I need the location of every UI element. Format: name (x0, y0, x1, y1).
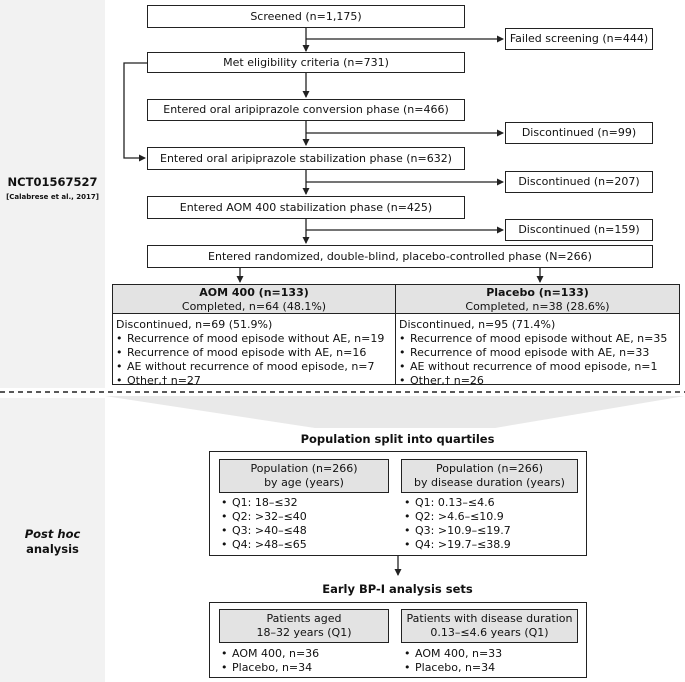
list-item: AOM 400, n=36 (221, 647, 319, 661)
placebo-arm-title: Placebo (n=133) (486, 286, 589, 299)
list-item: Other,† n=27 (116, 374, 384, 388)
duration-set-list: AOM 400, n=33 Placebo, n=34 (404, 647, 502, 675)
arms-table (112, 284, 680, 385)
aom-discontinued: Discontinued, n=69 (51.9%) (116, 318, 273, 331)
duration-quartiles-header-line1: Population (n=266) (435, 462, 544, 476)
funnel-shape (105, 396, 685, 428)
list-item: AOM 400, n=33 (404, 647, 502, 661)
placebo-discontinued: Discontinued, n=95 (71.4%) (399, 318, 556, 331)
analysis-sets-frame (209, 602, 587, 678)
sidebar-panel-top (0, 0, 105, 388)
arms-header-band (113, 285, 679, 314)
list-item: Q3: >10.9–≤19.7 (404, 524, 511, 538)
list-item: AE without recurrence of mood episode, n… (399, 360, 667, 374)
age-set-header-line1: Patients aged (266, 612, 342, 626)
age-quartiles-header-line1: Population (n=266) (250, 462, 358, 476)
discontinued-box-1: Discontinued (n=99) (505, 122, 653, 144)
age-quartiles-header: Population (n=266) by age (years) (219, 459, 389, 493)
met-eligibility-box: Met eligibility criteria (n=731) (147, 52, 465, 73)
discontinued-box-2: Discontinued (n=207) (505, 171, 653, 193)
placebo-arm-completed: Completed, n=38 (28.6%) (465, 300, 610, 313)
age-quartiles-list: Q1: 18–≤32 Q2: >32–≤40 Q3: >40–≤48 Q4: >… (221, 496, 307, 552)
quartiles-heading: Population split into quartiles (300, 432, 495, 446)
list-item: Recurrence of mood episode without AE, n… (399, 332, 667, 346)
aom-arm-header: AOM 400 (n=133) Completed, n=64 (48.1%) (113, 286, 395, 314)
trial-id: NCT01567527 (7, 175, 98, 189)
list-item: Recurrence of mood episode with AE, n=33 (399, 346, 667, 360)
aom-arm-completed: Completed, n=64 (48.1%) (181, 300, 327, 313)
quartiles-frame (209, 451, 587, 556)
failed-screening-box: Failed screening (n=444) (505, 28, 653, 50)
list-item: Q2: >32–≤40 (221, 510, 307, 524)
oral-stabilization-box: Entered oral aripiprazole stabilization … (147, 147, 465, 170)
list-item: Placebo, n=34 (404, 661, 502, 675)
placebo-arm-body: Discontinued, n=95 (71.4%) Recurrence of… (399, 318, 667, 388)
duration-quartiles-list: Q1: 0.13–≤4.6 Q2: >4.6–≤10.9 Q3: >10.9–≤… (404, 496, 511, 552)
list-item: Other,† n=26 (399, 374, 667, 388)
list-item: Q4: >19.7–≤38.9 (404, 538, 511, 552)
age-quartiles-header-line2: by age (years) (264, 476, 344, 489)
duration-quartiles-header-line2: by disease duration (years) (414, 476, 565, 489)
age-set-header-line2: 18–32 years (Q1) (256, 626, 352, 639)
aom-arm-body: Discontinued, n=69 (51.9%) Recurrence of… (116, 318, 384, 388)
placebo-arm-header: Placebo (n=133) Completed, n=38 (28.6%) (396, 286, 679, 314)
trial-citation: [Calabrese et al., 2017] (6, 193, 99, 201)
duration-set-header-line1: Patients with disease duration (406, 612, 573, 626)
list-item: Recurrence of mood episode with AE, n=16 (116, 346, 384, 360)
post-hoc-label: Post hoc analysis (0, 527, 105, 557)
aom-stabilization-box: Entered AOM 400 stabilization phase (n=4… (147, 196, 465, 219)
list-item: Q4: >48–≤65 (221, 538, 307, 552)
analysis-sets-heading: Early BP-I analysis sets (322, 582, 473, 596)
list-item: Q1: 0.13–≤4.6 (404, 496, 511, 510)
list-item: Q2: >4.6–≤10.9 (404, 510, 511, 524)
aom-arm-title: AOM 400 (n=133) (199, 286, 309, 299)
randomized-box: Entered randomized, double-blind, placeb… (147, 245, 653, 268)
post-hoc-line2: analysis (26, 542, 79, 556)
duration-set-header-line2: 0.13–≤4.6 years (Q1) (430, 626, 549, 639)
list-item: Q1: 18–≤32 (221, 496, 307, 510)
age-set-header: Patients aged 18–32 years (Q1) (219, 609, 389, 643)
list-item: AE without recurrence of mood episode, n… (116, 360, 384, 374)
oral-conversion-box: Entered oral aripiprazole conversion pha… (147, 99, 465, 121)
duration-set-header: Patients with disease duration 0.13–≤4.6… (401, 609, 578, 643)
post-hoc-line1: Post hoc (24, 527, 81, 541)
arms-divider (395, 285, 396, 384)
list-item: Placebo, n=34 (221, 661, 319, 675)
age-set-list: AOM 400, n=36 Placebo, n=34 (221, 647, 319, 675)
list-item: Q3: >40–≤48 (221, 524, 307, 538)
discontinued-box-3: Discontinued (n=159) (505, 219, 653, 241)
screened-box: Screened (n=1,175) (147, 5, 465, 28)
list-item: Recurrence of mood episode without AE, n… (116, 332, 384, 346)
sidebar-panel-bottom (0, 398, 105, 682)
duration-quartiles-header: Population (n=266) by disease duration (… (401, 459, 578, 493)
